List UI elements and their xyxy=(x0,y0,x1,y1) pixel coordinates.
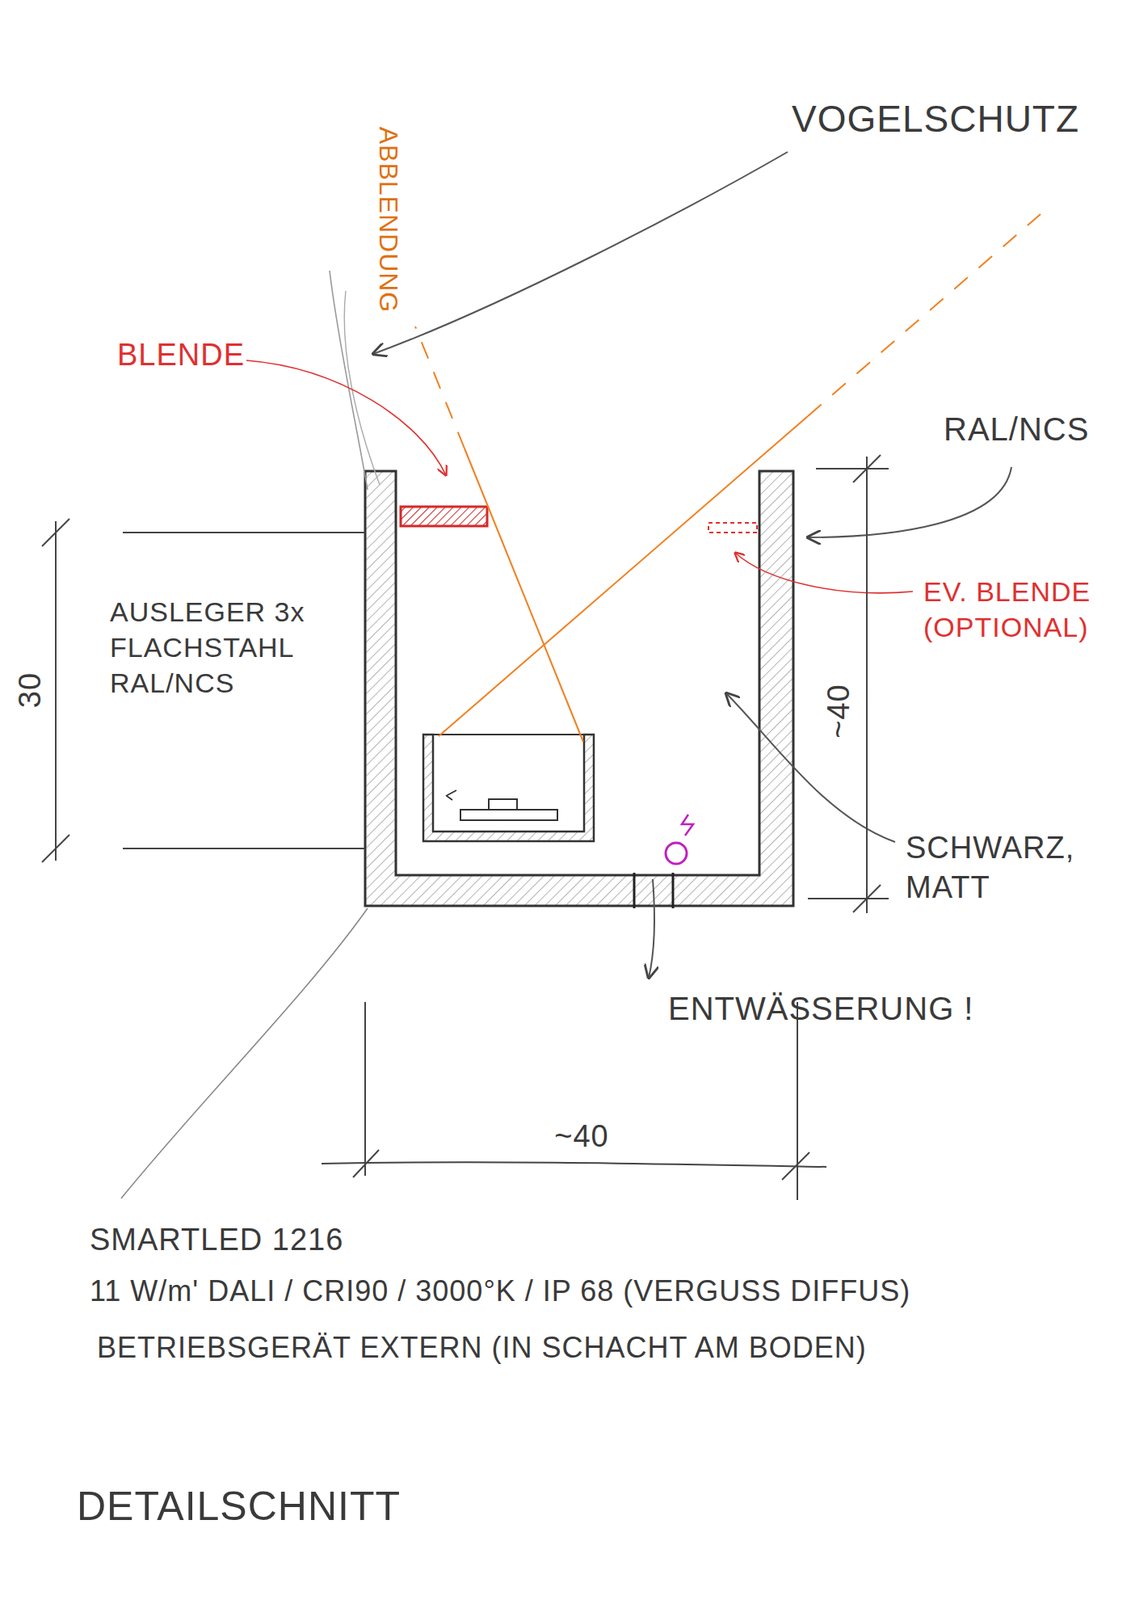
dimension-label: 30 xyxy=(10,672,51,708)
finish-label: SCHWARZ, MATT xyxy=(905,828,1100,909)
spec-label: BETRIEBSGERÄT EXTERN (IN SCHACHT AM BODE… xyxy=(96,1328,867,1367)
optional-blende xyxy=(708,522,757,533)
cutoff-ray-dashed xyxy=(415,326,465,449)
leader-line xyxy=(726,693,896,842)
cable-symbol xyxy=(665,842,687,864)
cutoff-ray xyxy=(464,448,584,742)
finish-label: RAL/NCS xyxy=(943,407,1089,450)
ray-label: ABBLENDUNG xyxy=(370,126,405,314)
leader-line xyxy=(121,908,368,1199)
dimension-line xyxy=(42,518,366,862)
led-strip xyxy=(460,809,558,820)
light-ray xyxy=(438,416,808,736)
part-label: BLENDE xyxy=(117,335,245,375)
leader-line xyxy=(735,552,913,593)
luminaire-housing xyxy=(423,734,594,841)
drawing-caption: DETAILSCHNITT xyxy=(76,1479,401,1533)
leader-line xyxy=(648,878,655,978)
leader-line xyxy=(373,151,788,354)
housing-mark xyxy=(445,790,457,800)
dimension-label: ~40 xyxy=(554,1116,609,1157)
product-label: SMARTLED 1216 xyxy=(89,1219,344,1260)
part-label: AUSLEGER 3x FLACHSTAHL RAL/NCS xyxy=(109,593,324,702)
channel-profile xyxy=(365,470,794,906)
light-ray-dashed xyxy=(807,214,1041,417)
note-label: ENTWÄSSERUNG ! xyxy=(668,987,974,1030)
leader-line xyxy=(246,360,446,476)
dimension-line xyxy=(807,454,889,913)
dimension-label: ~40 xyxy=(819,683,859,738)
note-label: VOGELSCHUTZ xyxy=(791,95,1080,144)
leader-line xyxy=(807,466,1012,538)
drain-opening xyxy=(633,872,636,909)
housing-cover xyxy=(423,733,594,736)
power-symbol xyxy=(681,814,694,836)
blende xyxy=(400,506,488,526)
dimension-line xyxy=(321,1001,827,1200)
bird-protection-line xyxy=(329,270,368,490)
part-label: EV. BLENDE (OPTIONAL) xyxy=(923,573,1110,645)
spec-label: 11 W/m' DALI / CRI90 / 3000°K / IP 68 (V… xyxy=(89,1272,911,1311)
drain-opening xyxy=(672,872,675,909)
led-module xyxy=(488,798,518,810)
